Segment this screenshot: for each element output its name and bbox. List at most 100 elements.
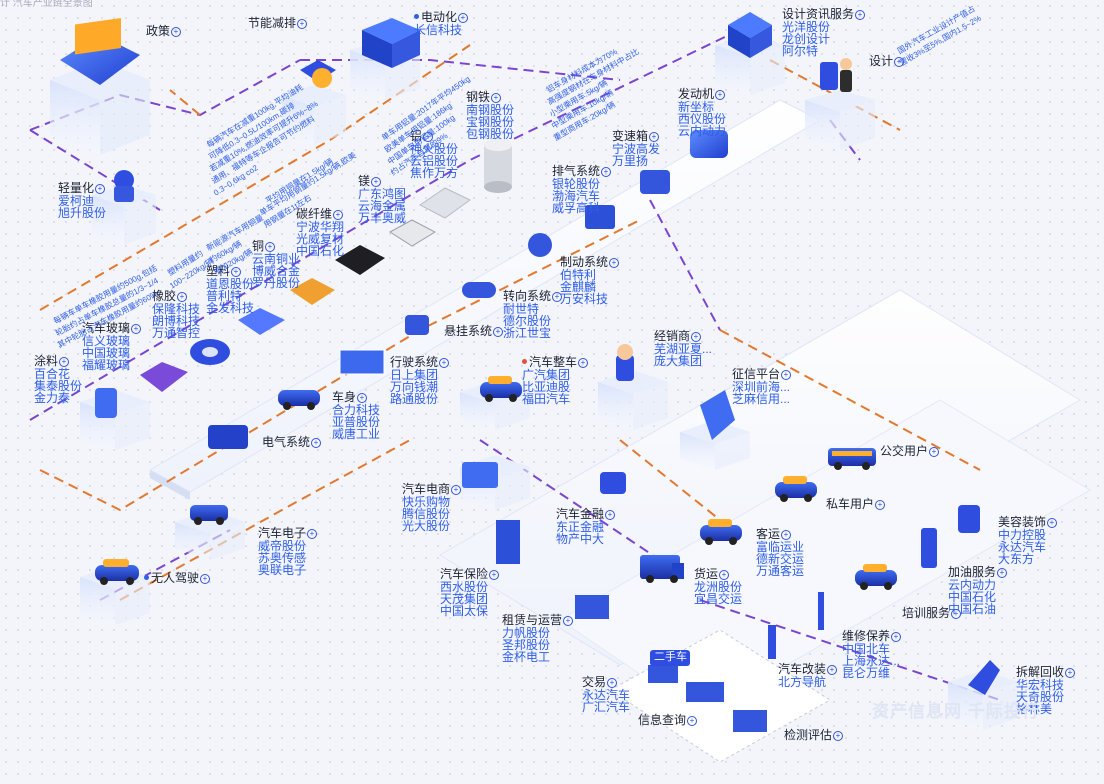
- expand-plus-icon[interactable]: +: [1065, 668, 1076, 678]
- node-xuangua[interactable]: 悬挂系统+: [444, 325, 504, 338]
- expand-plus-icon[interactable]: +: [607, 678, 618, 688]
- expand-plus-icon[interactable]: +: [59, 357, 70, 367]
- company-name[interactable]: 宁波华翔: [296, 220, 345, 234]
- expand-plus-icon[interactable]: +: [439, 358, 450, 368]
- node-meirong[interactable]: 美容装饰+中力控股永达汽车大东方: [998, 516, 1058, 566]
- company-name[interactable]: 物产中大: [556, 532, 605, 546]
- node-jiayou[interactable]: 加油服务+云内动力中国石化中国石油: [948, 566, 1008, 615]
- expand-plus-icon[interactable]: +: [451, 485, 462, 495]
- company-name[interactable]: 德尔股份: [503, 314, 552, 328]
- expand-plus-icon[interactable]: +: [95, 184, 106, 194]
- expand-plus-icon[interactable]: +: [357, 393, 368, 403]
- company-name[interactable]: 芝麻信用...: [732, 392, 791, 406]
- company-name[interactable]: 大东方: [998, 552, 1035, 566]
- company-name[interactable]: 金麒麟: [560, 280, 597, 294]
- company-name[interactable]: 普利特: [206, 289, 243, 303]
- company-name[interactable]: 焦作万方: [410, 166, 459, 180]
- company-name[interactable]: 格林美: [1016, 702, 1053, 716]
- node-fadongji[interactable]: 发动机+新坐标西仪股份云内动力: [678, 88, 727, 138]
- expand-plus-icon[interactable]: +: [231, 267, 242, 277]
- company-name[interactable]: 朗博科技: [152, 314, 201, 328]
- company-name[interactable]: 光威复材: [296, 232, 345, 246]
- company-name[interactable]: 万通客运: [756, 564, 805, 578]
- node-zhidong[interactable]: 制动系统+伯特利金麒麟万安科技: [560, 256, 620, 306]
- expand-plus-icon[interactable]: +: [601, 167, 612, 177]
- company-name[interactable]: 万丰奥威: [358, 211, 407, 225]
- expand-plus-icon[interactable]: +: [131, 324, 142, 334]
- node-gaizhuang[interactable]: 汽车改装+北方导航: [778, 663, 838, 688]
- node-zhengche[interactable]: 汽车整车+广汽集团比亚迪股福田汽车: [522, 356, 589, 406]
- company-name[interactable]: 博威合金: [252, 264, 301, 278]
- node-huoyun[interactable]: 货运+龙洲股份宜昌交运: [694, 568, 743, 606]
- node-dianshang[interactable]: 汽车电商+快乐购物腾信股份光大股份: [402, 483, 462, 532]
- node-tuliao[interactable]: 涂料+百合花集泰股份金力泰: [34, 355, 83, 405]
- company-name[interactable]: 宜昌交运: [694, 592, 743, 606]
- company-name[interactable]: 旭升股份: [58, 206, 107, 220]
- company-name[interactable]: 广汇汽车: [582, 700, 631, 714]
- expand-plus-icon[interactable]: +: [649, 132, 660, 142]
- expand-plus-icon[interactable]: +: [605, 510, 616, 520]
- company-name[interactable]: 集泰股份: [34, 379, 83, 393]
- company-name[interactable]: 云内动力: [678, 124, 727, 138]
- expand-plus-icon[interactable]: +: [929, 447, 940, 457]
- expand-plus-icon[interactable]: +: [687, 716, 698, 726]
- company-name[interactable]: 力帆股份: [502, 626, 551, 640]
- company-name[interactable]: 耐世特: [503, 302, 540, 316]
- expand-plus-icon[interactable]: +: [781, 530, 792, 540]
- expand-plus-icon[interactable]: +: [491, 93, 502, 103]
- node-tong[interactable]: 铜+云南铜业博威合金罗丹股份: [252, 240, 301, 290]
- company-name[interactable]: 深圳前海...: [732, 380, 791, 394]
- company-name[interactable]: 福田汽车: [522, 392, 571, 406]
- company-name[interactable]: 包钢股份: [466, 127, 515, 141]
- company-name[interactable]: 万安科技: [560, 292, 609, 306]
- company-name[interactable]: 云南铜业: [252, 252, 301, 266]
- expand-plus-icon[interactable]: +: [493, 327, 504, 337]
- company-name[interactable]: 浙江世宝: [503, 326, 552, 340]
- expand-plus-icon[interactable]: +: [489, 570, 500, 580]
- node-cheshen[interactable]: 车身+合力科技亚普股份威唐工业: [332, 391, 381, 441]
- expand-plus-icon[interactable]: +: [371, 177, 382, 187]
- company-name[interactable]: 银轮股份: [552, 177, 601, 191]
- expand-plus-icon[interactable]: +: [997, 568, 1008, 578]
- company-name[interactable]: 中国玻璃: [82, 346, 131, 360]
- company-name[interactable]: 渤海汽车: [552, 189, 601, 203]
- company-name[interactable]: 宝钢股份: [466, 115, 515, 129]
- expand-plus-icon[interactable]: +: [200, 574, 211, 584]
- company-name[interactable]: 云铝股份: [410, 154, 459, 168]
- company-name[interactable]: 西仪股份: [678, 112, 727, 126]
- node-xinxi[interactable]: 信息查询+: [638, 714, 698, 727]
- company-name[interactable]: 腾信股份: [402, 507, 451, 521]
- company-name[interactable]: 日上集团: [390, 368, 439, 382]
- company-name[interactable]: 神火股份: [410, 142, 459, 156]
- company-name[interactable]: 信义玻璃: [82, 334, 131, 348]
- expand-plus-icon[interactable]: +: [265, 242, 276, 252]
- node-suliao[interactable]: 塑料+道恩股份普利特金发科技: [206, 265, 254, 315]
- expand-plus-icon[interactable]: +: [781, 370, 792, 380]
- node-jiaoyi[interactable]: 交易+永达汽车广汇汽车: [582, 676, 631, 714]
- node-zhengxin[interactable]: 征信平台+深圳前海...芝麻信用...: [732, 368, 792, 406]
- node-weixiu[interactable]: 维修保养+中国北车上海永达...昆仑万维: [842, 630, 902, 679]
- expand-plus-icon[interactable]: +: [691, 332, 702, 342]
- node-biansuxiang[interactable]: 变速箱+宁波高发万里扬: [612, 130, 660, 168]
- company-name[interactable]: 云内动力: [948, 578, 997, 592]
- company-name[interactable]: 苏奥传感: [258, 551, 307, 565]
- company-name[interactable]: 芜湖亚夏...: [654, 342, 713, 356]
- expand-plus-icon[interactable]: +: [578, 358, 589, 368]
- company-name[interactable]: 圣邦股份: [502, 638, 551, 652]
- company-name[interactable]: 快乐购物: [402, 495, 451, 509]
- expand-plus-icon[interactable]: +: [891, 632, 902, 642]
- company-name[interactable]: 天茂集团: [440, 592, 489, 606]
- node-mei[interactable]: 镁+广东鸿图云海金属万丰奥威: [358, 175, 407, 225]
- company-name[interactable]: 德新交运: [756, 552, 805, 566]
- company-name[interactable]: 亚普股份: [332, 415, 381, 429]
- company-name[interactable]: 百合花: [34, 367, 71, 381]
- company-name[interactable]: 天奇股份: [1016, 690, 1065, 704]
- company-name[interactable]: 富临运业: [756, 540, 805, 554]
- expand-plus-icon[interactable]: +: [855, 10, 866, 20]
- node-dianqi[interactable]: 电气系统+: [262, 436, 322, 449]
- company-name[interactable]: 罗丹股份: [252, 276, 301, 290]
- company-name[interactable]: 福耀玻璃: [82, 358, 131, 372]
- node-qinglianghua[interactable]: 轻量化+爱柯迪旭升股份: [58, 182, 107, 220]
- company-name[interactable]: 庞大集团: [654, 354, 703, 368]
- company-name[interactable]: 比亚迪股: [522, 380, 571, 394]
